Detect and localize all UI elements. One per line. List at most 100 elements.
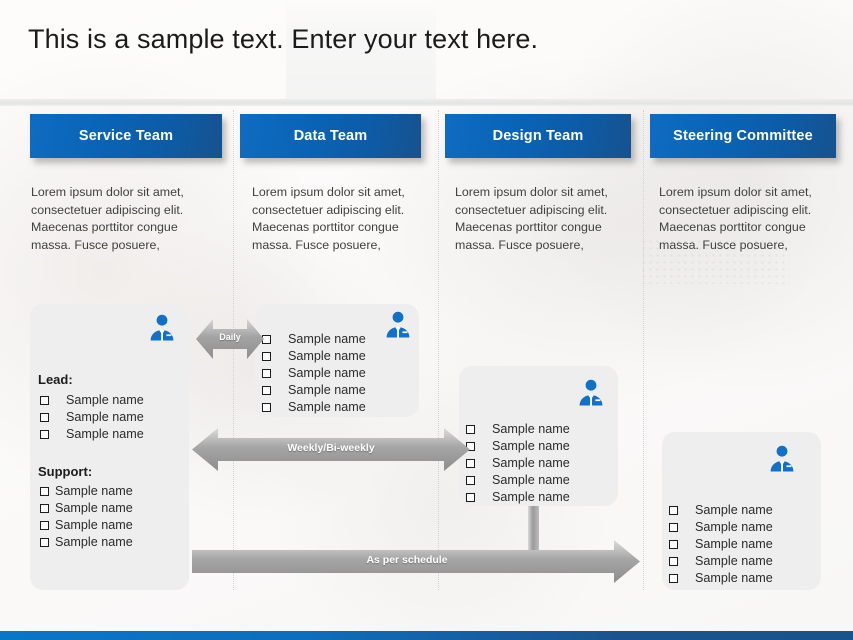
arrow-label-as-per-schedule: As per schedule: [366, 554, 448, 566]
list-item[interactable]: Sample name: [466, 421, 570, 438]
list-item[interactable]: Sample name: [669, 536, 773, 553]
list-item-label: Sample name: [55, 535, 133, 549]
list-item-label: Sample name: [695, 554, 773, 568]
card-heading-lead: Lead:: [38, 372, 73, 387]
column-divider-2: [438, 110, 439, 590]
list-item-label: Sample name: [695, 503, 773, 517]
list-item-label: Sample name: [55, 518, 133, 532]
banner-label: Service Team: [78, 128, 174, 144]
list-item-label: Sample name: [695, 520, 773, 534]
banner-label: Data Team: [293, 128, 368, 144]
list-item-label: Sample name: [695, 537, 773, 551]
list-item[interactable]: Sample name: [262, 331, 366, 348]
list-item-label: Sample name: [695, 571, 773, 585]
checkbox-icon[interactable]: [466, 425, 475, 434]
list-item-label: Sample name: [55, 501, 133, 515]
connector-design-to-schedule-arrow: [528, 505, 539, 551]
list-item-label: Sample name: [492, 422, 570, 436]
list-item[interactable]: Sample name: [466, 489, 570, 506]
description-data-team: Lorem ipsum dolor sit amet, consectetuer…: [252, 185, 405, 252]
list-item[interactable]: Sample name: [466, 472, 570, 489]
checkbox-icon[interactable]: [669, 540, 678, 549]
banner-data-team[interactable]: Data Team: [240, 114, 421, 158]
arrow-as-per-schedule: As per schedule: [192, 539, 640, 584]
list-item-label: Sample name: [288, 332, 366, 346]
list-item[interactable]: Sample name: [262, 382, 366, 399]
checkbox-icon[interactable]: [669, 523, 678, 532]
list-item[interactable]: Sample name: [40, 426, 144, 443]
checkbox-icon[interactable]: [669, 506, 678, 515]
description-service-team: Lorem ipsum dolor sit amet, consectetuer…: [31, 185, 184, 252]
list-item-label: Sample name: [492, 456, 570, 470]
list-item-label: Sample name: [66, 393, 144, 407]
arrow-label-weekly-biweekly: Weekly/Bi-weekly: [287, 442, 375, 454]
list-item[interactable]: Sample name: [40, 534, 133, 551]
checkbox-icon[interactable]: [40, 538, 49, 547]
checkbox-icon[interactable]: [40, 487, 49, 496]
list-item-label: Sample name: [66, 410, 144, 424]
list-item[interactable]: Sample name: [40, 517, 133, 534]
checkbox-icon[interactable]: [40, 430, 49, 439]
banner-label: Design Team: [492, 128, 584, 144]
banner-label: Steering Committee: [673, 128, 813, 144]
list-item[interactable]: Sample name: [262, 348, 366, 365]
banner-service-team[interactable]: Service Team: [30, 114, 222, 158]
list-item-label: Sample name: [55, 484, 133, 498]
list-item-label: Sample name: [66, 427, 144, 441]
list-item[interactable]: Sample name: [669, 519, 773, 536]
banner-design-team[interactable]: Design Team: [445, 114, 631, 158]
checkbox-icon[interactable]: [669, 574, 678, 583]
checkbox-icon[interactable]: [262, 386, 271, 395]
businessperson-icon: [383, 310, 413, 340]
businessperson-icon: [576, 378, 606, 408]
businessperson-icon: [147, 313, 177, 343]
list-item-label: Sample name: [492, 439, 570, 453]
list-item-label: Sample name: [492, 473, 570, 487]
checkbox-icon[interactable]: [262, 403, 271, 412]
checkbox-icon[interactable]: [669, 557, 678, 566]
list-item[interactable]: Sample name: [40, 392, 144, 409]
list-item[interactable]: Sample name: [466, 455, 570, 472]
checkbox-icon[interactable]: [262, 369, 271, 378]
arrow-weekly-biweekly: Weekly/Bi-weekly: [192, 427, 470, 472]
checkbox-icon[interactable]: [466, 493, 475, 502]
description-steering-committee: Lorem ipsum dolor sit amet, consectetuer…: [659, 185, 812, 252]
card-heading-support: Support:: [38, 464, 93, 479]
description-design-team: Lorem ipsum dolor sit amet, consectetuer…: [455, 185, 608, 252]
page-title[interactable]: This is a sample text. Enter your text h…: [28, 24, 539, 54]
list-item-label: Sample name: [492, 490, 570, 504]
checkbox-icon[interactable]: [40, 521, 49, 530]
checkbox-icon[interactable]: [466, 476, 475, 485]
list-item[interactable]: Sample name: [40, 483, 133, 500]
banner-steering-committee[interactable]: Steering Committee: [650, 114, 836, 158]
checkbox-icon[interactable]: [40, 504, 49, 513]
checkbox-icon[interactable]: [262, 352, 271, 361]
checkbox-icon[interactable]: [40, 413, 49, 422]
title-separator-band: [0, 99, 853, 106]
list-item[interactable]: Sample name: [262, 399, 366, 416]
list-item[interactable]: Sample name: [40, 409, 144, 426]
list-item-label: Sample name: [288, 349, 366, 363]
list-item[interactable]: Sample name: [669, 502, 773, 519]
list-item[interactable]: Sample name: [466, 438, 570, 455]
list-item-label: Sample name: [288, 400, 366, 414]
checkbox-icon[interactable]: [40, 396, 49, 405]
list-item[interactable]: Sample name: [262, 365, 366, 382]
background-highlight-panel: [286, 0, 436, 100]
column-divider-3: [643, 110, 644, 590]
checkbox-icon[interactable]: [466, 442, 475, 451]
checkbox-icon[interactable]: [466, 459, 475, 468]
list-item[interactable]: Sample name: [40, 500, 133, 517]
list-item[interactable]: Sample name: [669, 553, 773, 570]
bottom-accent-bar: [0, 631, 853, 640]
list-item[interactable]: Sample name: [669, 570, 773, 587]
